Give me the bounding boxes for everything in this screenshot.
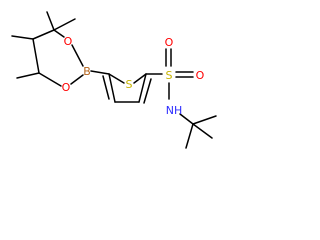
bond-c4-c5-double [102,75,110,100]
atom-oxygen-sulfonyl-top: O [165,36,174,49]
structure-diagram: O B O S S O O NH [11,11,217,149]
thiophene-ring-bonds [102,73,152,104]
bond-methyl-3 [11,35,34,40]
bond-s1-c2 [133,73,147,84]
sulfonamide-bonds [145,48,194,100]
bond-o1-b [71,44,84,67]
methyl-bonds [11,11,76,79]
bond-o2-c4 [38,72,62,87]
bond-methyl-4 [16,72,40,79]
bond-c5-s1 [108,73,125,84]
bond-tbu-me2 [192,123,213,139]
tert-butyl-bonds [179,113,217,149]
atom-nitrogen: NH [166,104,183,117]
atom-sulfur-sulfonyl: S [166,69,173,82]
bond-methyl-1 [46,11,55,31]
pinacol-ring-bonds [32,29,84,87]
bond-c5-o1 [53,29,65,38]
bond-n-c [179,113,194,125]
bond-methyl-2 [53,18,76,31]
bond-c2-c3 [138,73,147,103]
atom-boron: B [83,65,91,78]
atom-sulfur-ring: S [126,78,133,91]
bond-tbu-me1 [192,115,217,125]
atom-oxygen-lower: O [62,81,71,94]
atom-oxygen-sulfonyl-right: O [196,69,205,82]
atom-oxygen-upper: O [64,35,73,48]
bond-c4-c5-ring [32,38,40,74]
bond-c4-c5 [108,73,116,103]
bond-c2-c3-double [143,78,152,104]
bond-tbu-me3 [185,123,194,149]
bond-c4-c5 [32,29,55,40]
bond-b-o2 [70,74,84,85]
bond-b-thiophene [90,70,110,75]
